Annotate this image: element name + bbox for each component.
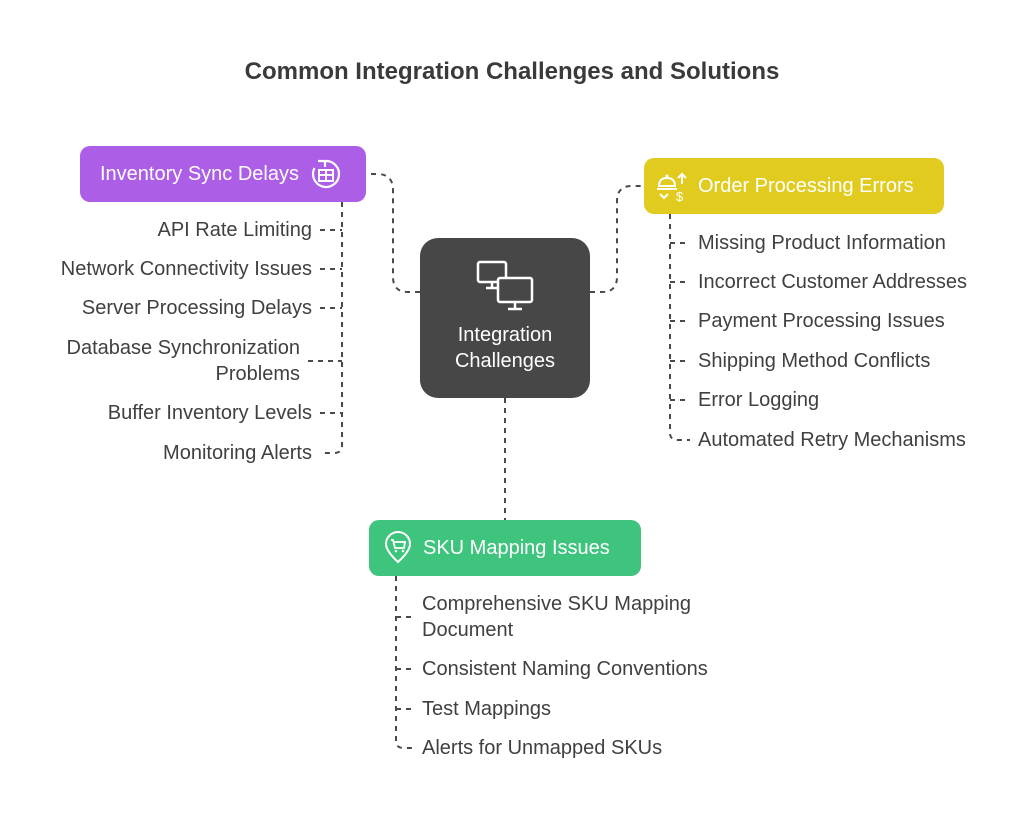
sku-mapping-issues-label: SKU Mapping Issues [423,536,610,559]
center-node-integration-challenges: Integration Challenges [420,238,590,398]
order-item-payment-issues: Payment Processing Issues [698,310,945,332]
diagram-title: Common Integration Challenges and Soluti… [244,58,780,85]
center-node-label: Integration Challenges [454,324,556,372]
sku-mapping-issues-node: SKU Mapping Issues [369,520,641,576]
computer-monitors-icon [476,260,534,311]
connector-center-to-inventory [366,173,420,293]
sku-item-spine [395,576,414,749]
order-processing-errors-node: $ Order Processing Errors [644,158,944,214]
inventory-item-network-connectivity: Network Connectivity Issues [60,258,312,280]
order-item-missing-product-info: Missing Product Information [698,232,946,254]
inventory-sync-delays-label: Inventory Sync Delays [100,162,299,185]
inventory-item-spine [320,202,343,454]
inventory-sync-delays-node: Inventory Sync Delays [80,146,366,202]
order-processing-errors-label: Order Processing Errors [698,174,914,197]
sku-item-unmapped-alerts: Alerts for Unmapped SKUs [422,737,663,759]
shopping-cart-pin-icon [384,531,412,564]
order-item-automated-retry: Automated Retry Mechanisms [698,429,966,451]
inventory-item-database-sync: Database Synchronization Problems [66,337,300,385]
sku-item-test-mappings: Test Mappings [422,698,551,720]
connector-center-to-orders [590,185,644,293]
sku-item-mapping-document: Comprehensive SKU Mapping Document [422,593,692,641]
sku-item-naming-conventions: Consistent Naming Conventions [422,658,708,680]
inventory-item-api-rate-limiting: API Rate Limiting [157,219,312,241]
inventory-item-buffer-levels: Buffer Inventory Levels [107,402,312,424]
order-item-incorrect-addresses: Incorrect Customer Addresses [698,271,967,293]
svg-text:$: $ [676,189,684,203]
inventory-item-monitoring-alerts: Monitoring Alerts [163,442,312,464]
order-item-shipping-conflicts: Shipping Method Conflicts [698,350,931,372]
inventory-sync-icon [311,159,341,189]
inventory-item-server-processing: Server Processing Delays [81,297,312,319]
order-processing-icon: $ [657,172,687,203]
order-item-spine [669,214,690,441]
order-item-error-logging: Error Logging [698,389,820,411]
